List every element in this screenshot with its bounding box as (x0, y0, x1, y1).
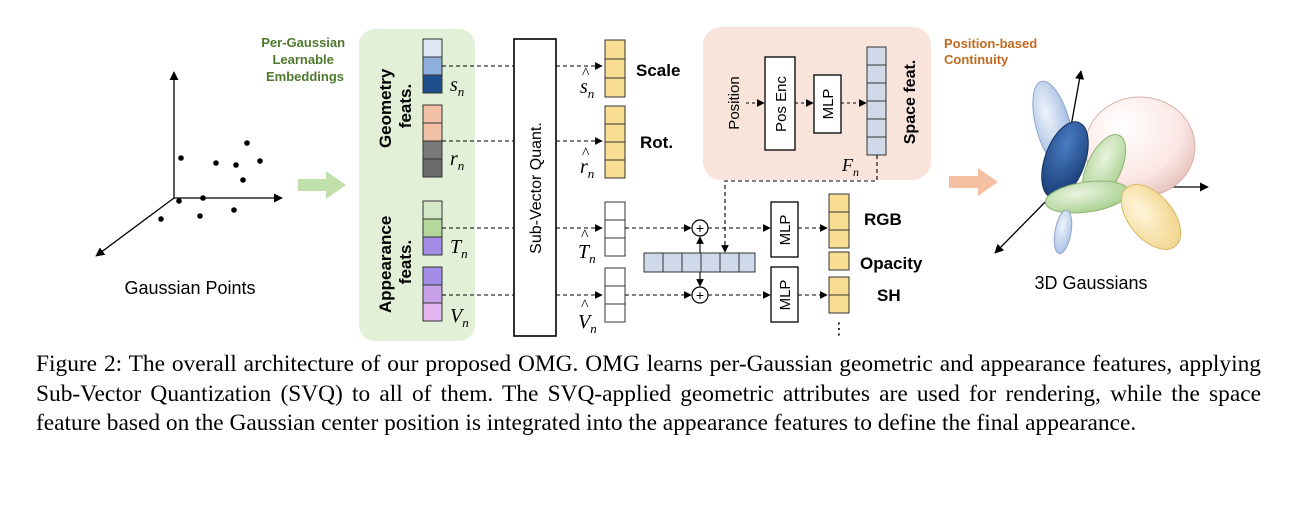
rgb-label: RGB (864, 210, 902, 229)
gaussian-points-plot: Gaussian Points (95, 71, 283, 298)
plus-node-top: + (691, 219, 709, 237)
view-embedding (422, 266, 443, 322)
point-cloud (158, 140, 263, 222)
quantized-rotation (604, 105, 626, 179)
rgb-mlp-label: MLP (777, 215, 794, 246)
svg-text:^: ^ (582, 65, 590, 82)
output-ellipsis: ⋮ (831, 321, 847, 338)
symbol-v-hat: Vn (578, 311, 597, 336)
symbol-s-n: sn (450, 74, 464, 99)
sh-mlp-box (770, 266, 799, 323)
texture-embedding (422, 200, 443, 256)
3d-gaussians-caption: 3D Gaussians (1034, 273, 1147, 293)
symbol-r-n: rn (450, 148, 464, 173)
symbol-r-hat: rn (580, 156, 594, 181)
sh-mlp-label: MLP (777, 280, 794, 311)
space-feat-label: Space feat. (902, 60, 919, 144)
svq-box (513, 38, 557, 337)
rgb-output (828, 193, 850, 249)
embeddings-label: Per-Gaussian Learnable Embeddings (261, 35, 348, 84)
plus-node-bottom: + (691, 286, 709, 304)
space-mlp-label: MLP (820, 89, 837, 120)
svg-text:^: ^ (581, 297, 589, 314)
quantized-view (604, 267, 626, 323)
input-block-arrow (298, 171, 346, 199)
sh-label: SH (877, 286, 901, 305)
svq-dashed-arrows (442, 62, 603, 299)
rotation-label: Rot. (640, 133, 673, 152)
space-feature-vector (866, 46, 887, 156)
output-block-arrow (949, 168, 998, 196)
svg-text:+: + (696, 220, 704, 236)
svq-label: Sub-Vector Quant. (528, 122, 545, 254)
symbol-v-n: Vn (450, 305, 469, 330)
scale-embedding (422, 38, 443, 94)
position-label: Position (726, 76, 743, 129)
symbol-t-n: Tn (450, 236, 468, 261)
symbol-f-n: Fn (841, 155, 859, 179)
quantized-texture (604, 201, 626, 257)
gaussian-yellow (1120, 184, 1182, 250)
gaussian-small-blue (1053, 209, 1073, 255)
quantized-scale (604, 39, 626, 98)
expanded-space-feature (643, 252, 756, 273)
pos-enc-box (764, 56, 796, 151)
opacity-label: Opacity (860, 254, 923, 273)
symbol-s-hat: sn (580, 76, 594, 101)
gaussian-points-caption: Gaussian Points (124, 278, 255, 298)
architecture-figure: Gaussian Points Per-Gaussian Learnable E… (95, 27, 1209, 341)
space-to-bar-connector (721, 155, 878, 253)
rotation-embedding (422, 104, 443, 178)
3d-gaussians-plot: 3D Gaussians (994, 70, 1209, 293)
symbol-t-hat: Tn (578, 241, 596, 266)
figure-caption: Figure 2: The overall architecture of ou… (36, 351, 1261, 436)
y-axis (95, 197, 175, 257)
opacity-output (828, 251, 850, 271)
geometry-feats-label: Geometry feats. (376, 64, 415, 148)
svg-text:^: ^ (582, 145, 590, 162)
svg-text:+: + (696, 287, 704, 303)
scale-label: Scale (636, 61, 680, 80)
appearance-feats-label: Appearance feats. (376, 211, 415, 313)
pos-enc-label: Pos Enc (773, 76, 790, 132)
rgb-mlp-box (770, 201, 799, 258)
sh-output (828, 276, 850, 314)
continuity-label: Position-based Continuity (944, 36, 1041, 67)
embeddings-panel (359, 29, 475, 341)
space-mlp-box (813, 74, 842, 134)
svg-text:^: ^ (581, 227, 589, 244)
